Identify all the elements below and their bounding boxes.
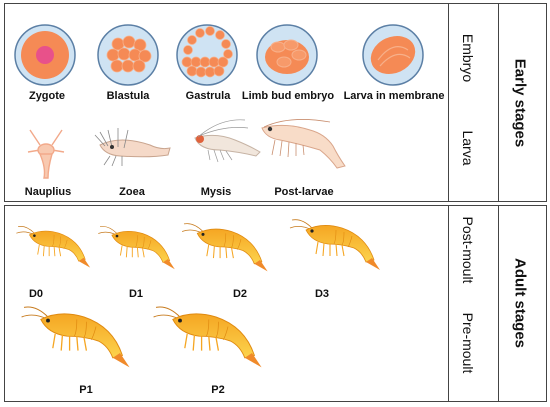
postmoult-row-label: Post-moult — [460, 216, 476, 284]
adult-label-p2: P2 — [211, 384, 225, 396]
blastula-icon — [97, 24, 159, 86]
nauplius-icon — [27, 129, 65, 179]
gastrula-icon — [176, 24, 238, 86]
adult-label-d0: D0 — [28, 288, 44, 300]
adult-label-p1: P1 — [79, 384, 93, 396]
adult-divider-2 — [498, 206, 500, 401]
larva-label-mysis: Mysis — [200, 186, 232, 198]
zygote-icon — [14, 24, 76, 86]
post-larvae-icon — [261, 119, 346, 169]
early-divider-2 — [498, 4, 500, 201]
shrimp-d2-icon — [181, 223, 269, 272]
larva-label-post-larvae: Post-larvae — [274, 186, 334, 198]
embryo-label-larva-membrane: Larva in membrane — [343, 90, 445, 102]
mysis-icon — [194, 119, 261, 163]
shrimp-d0-icon — [15, 225, 91, 269]
embryo-label-zygote: Zygote — [28, 90, 66, 102]
embryo-label-limb-bud: Limb bud embryo — [241, 90, 335, 102]
early-divider-1 — [448, 4, 450, 201]
shrimp-d1-icon — [97, 225, 176, 270]
adult-divider-1 — [448, 206, 450, 401]
adult-stages-panel — [4, 205, 547, 402]
embryo-label-gastrula: Gastrula — [185, 90, 231, 102]
zoea-icon — [94, 128, 171, 167]
shrimp-p2-icon — [152, 306, 263, 369]
larva-label-nauplius: Nauplius — [24, 186, 72, 198]
premoult-row-label: Pre-moult — [460, 312, 476, 374]
embryo-label-blastula: Blastula — [106, 90, 150, 102]
larva-in-membrane-icon — [362, 24, 424, 86]
adult-stages-title: Adult stages — [511, 257, 529, 349]
adult-label-d3: D3 — [314, 288, 330, 300]
adult-label-d1: D1 — [128, 288, 144, 300]
shrimp-p1-icon — [20, 306, 131, 369]
limb-bud-embryo-icon — [256, 24, 318, 86]
larva-label-zoea: Zoea — [119, 186, 145, 198]
shrimp-d3-icon — [289, 219, 381, 271]
adult-label-d2: D2 — [232, 288, 248, 300]
